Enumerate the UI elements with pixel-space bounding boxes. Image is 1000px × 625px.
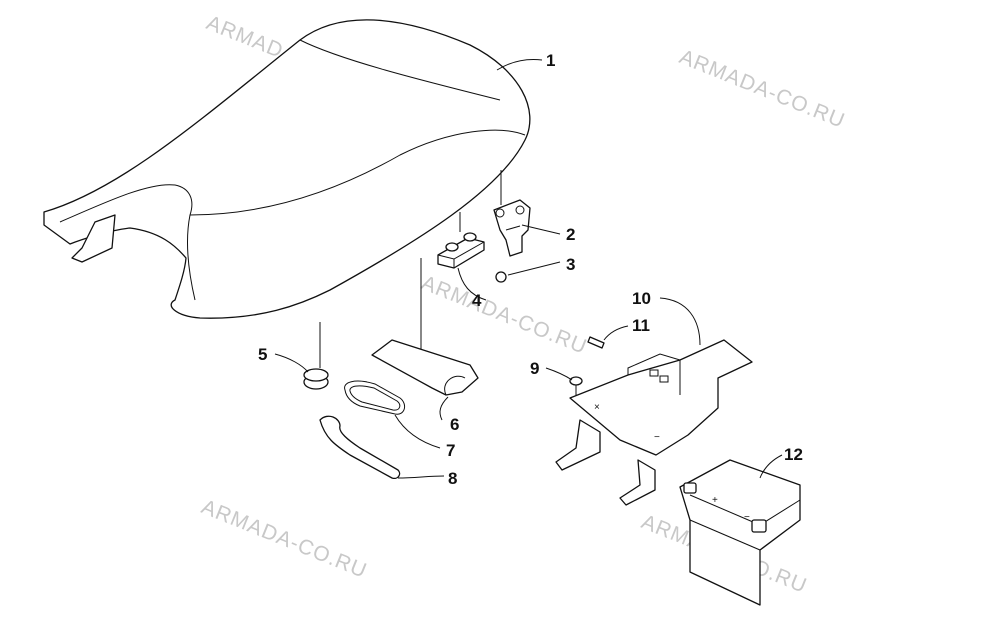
seat — [43, 19, 531, 319]
callout-10: 10 — [632, 289, 651, 308]
spanner-wrench — [319, 415, 401, 480]
battery-minus-label: − — [744, 512, 750, 523]
bolt — [569, 376, 583, 400]
battery-tray: × − — [555, 339, 753, 506]
stud — [587, 336, 605, 349]
latch — [493, 199, 531, 257]
battery: + − — [679, 459, 801, 606]
leader-lines — [274, 59, 783, 479]
callout-1: 1 — [546, 51, 555, 70]
svg-text:−: − — [654, 432, 660, 443]
callout-3: 3 — [566, 255, 575, 274]
grommet — [303, 368, 329, 390]
callout-5: 5 — [258, 345, 267, 364]
watermark: ARMADA-CO.RU — [676, 45, 848, 132]
callout-2: 2 — [566, 225, 575, 244]
o-ring — [344, 380, 406, 415]
watermark: ARMADA-CO.RU — [418, 271, 590, 358]
bumper-block — [437, 232, 485, 269]
callout-6: 6 — [450, 415, 459, 434]
tool-pouch — [371, 339, 479, 396]
callout-9: 9 — [530, 359, 539, 378]
callout-11: 11 — [632, 316, 650, 335]
battery-plus-label: + — [712, 495, 718, 506]
callout-8: 8 — [448, 469, 457, 488]
callout-12: 12 — [784, 445, 803, 464]
watermark: ARMADA-CO.RU — [198, 495, 370, 582]
callout-numbers: 1 2 3 4 5 6 7 8 9 10 11 12 — [258, 51, 803, 488]
callout-4: 4 — [472, 291, 482, 310]
callout-7: 7 — [446, 441, 455, 460]
nut — [495, 271, 507, 283]
svg-text:×: × — [594, 402, 600, 413]
